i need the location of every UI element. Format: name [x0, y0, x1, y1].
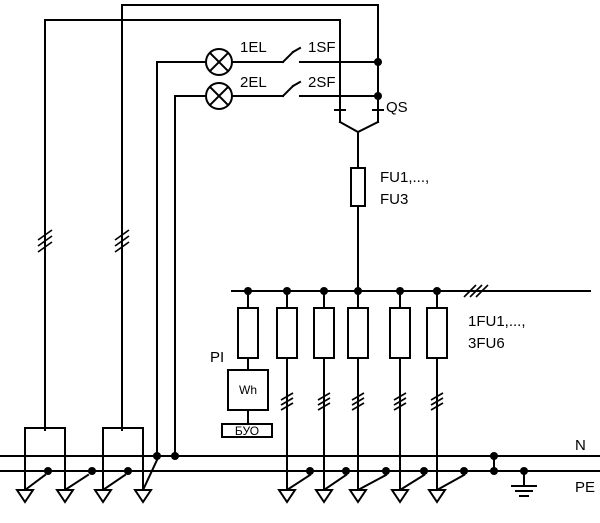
lamp-1-label: 1EL — [240, 39, 267, 56]
left-terminals — [15, 455, 159, 504]
supply-wiring — [44, 4, 382, 456]
lamp-2 — [205, 82, 233, 110]
right-terminals — [277, 473, 466, 504]
breaker-1 — [281, 46, 302, 64]
group-fuse-label-2: 3FU6 — [468, 335, 505, 352]
meter-ref-label: PI — [210, 349, 224, 366]
pe-bus — [0, 467, 600, 475]
main-switch-label: QS — [386, 99, 408, 116]
breaker-2 — [281, 80, 302, 98]
main-switch — [334, 109, 384, 169]
ground-symbol — [493, 455, 537, 497]
pe-bus-label: PE — [575, 479, 595, 496]
meter-symbol: Wh — [239, 383, 257, 397]
n-bus-label: N — [575, 437, 586, 454]
lamp-1 — [205, 48, 233, 76]
group-fuses — [237, 290, 448, 359]
breaker-1-label: 1SF — [308, 39, 336, 56]
breaker-2-label: 2SF — [308, 74, 336, 91]
distribution-bus — [231, 284, 591, 298]
group-fuse-label-1: 1FU1,..., — [468, 313, 526, 330]
control-unit-label: БУО — [235, 424, 259, 438]
main-fuse-label-1: FU1,..., — [380, 169, 429, 186]
conductor-count-ticks — [37, 229, 130, 253]
lamp-2-label: 2EL — [240, 74, 267, 91]
main-fuse — [350, 167, 366, 207]
left-panels — [24, 427, 144, 457]
outgoing-lines — [280, 357, 444, 491]
energy-meter — [221, 357, 273, 438]
main-fuse-label-2: FU3 — [380, 191, 408, 208]
n-bus — [0, 452, 600, 460]
